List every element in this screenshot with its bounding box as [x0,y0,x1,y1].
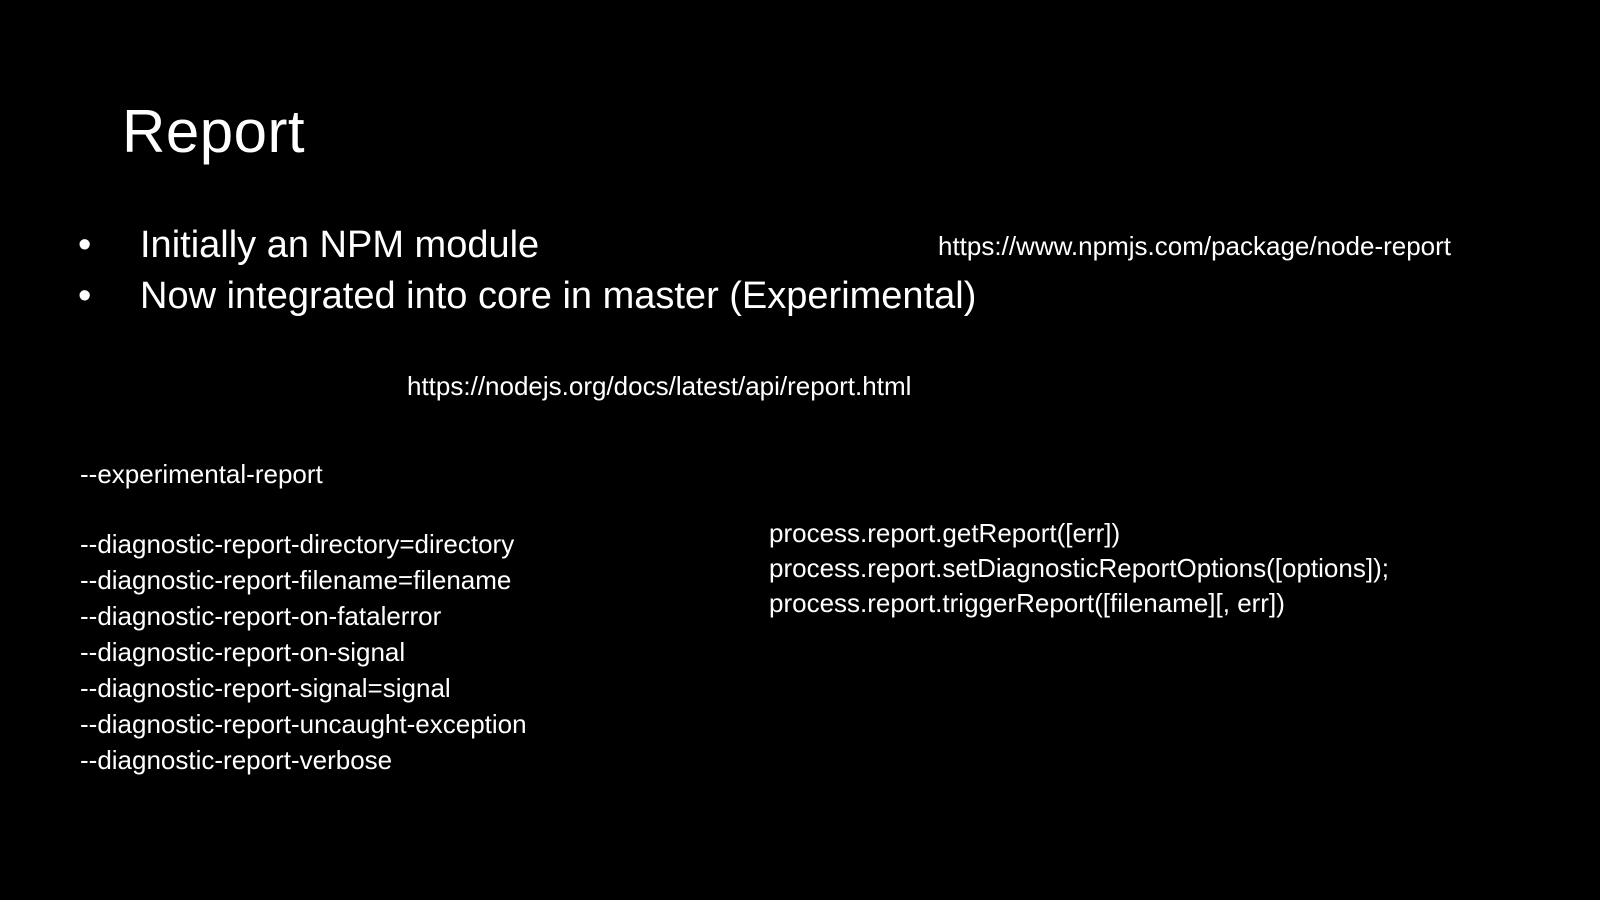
bullet-icon: • [78,275,92,317]
api-call: process.report.triggerReport([filename][… [769,588,1285,618]
spacer [80,492,527,526]
diagnostic-flag: --diagnostic-report-uncaught-exception [80,709,527,739]
api-call: process.report.getReport([err]) [769,518,1121,548]
api-calls-list: process.report.getReport([err]) process.… [769,516,1389,621]
bullet-text: Now integrated into core in master (Expe… [140,275,977,317]
cli-flags-list: --experimental-report --diagnostic-repor… [80,456,527,778]
slide-title: Report [122,98,306,165]
diagnostic-flag: --diagnostic-report-signal=signal [80,673,451,703]
diagnostic-flag: --diagnostic-report-verbose [80,745,393,775]
bullet-text: Initially an NPM module [140,224,540,266]
bullet-icon: • [78,224,92,266]
api-call: process.report.setDiagnosticReportOption… [769,553,1389,583]
diagnostic-flag: --diagnostic-report-on-signal [80,637,406,667]
diagnostic-flag: --diagnostic-report-on-fatalerror [80,601,442,631]
nodejs-docs-link[interactable]: https://nodejs.org/docs/latest/api/repor… [407,371,912,401]
experimental-flag: --experimental-report [80,459,323,489]
diagnostic-flag: --diagnostic-report-directory=directory [80,529,515,559]
diagnostic-flag: --diagnostic-report-filename=filename [80,565,512,595]
npm-package-link[interactable]: https://www.npmjs.com/package/node-repor… [938,231,1452,261]
